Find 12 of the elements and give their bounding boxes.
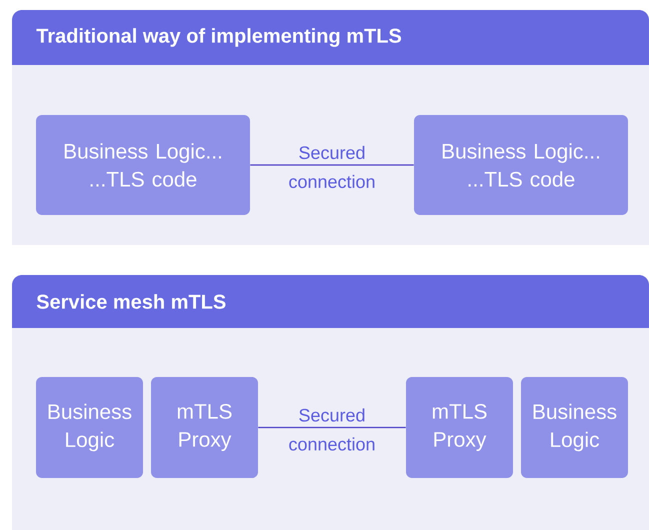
process-box: Business Logic... ...TLS code bbox=[36, 115, 250, 215]
panel-header: Traditional way of implementing mTLS bbox=[12, 10, 649, 65]
process-box: Business Logic bbox=[36, 377, 143, 478]
edge-label: Secured connection bbox=[289, 408, 374, 451]
process-box: Business Logic bbox=[521, 377, 628, 478]
connector-line bbox=[250, 164, 414, 166]
process-box: mTLS Proxy bbox=[151, 377, 258, 478]
connector-line bbox=[258, 426, 406, 428]
panel-header: Service mesh mTLS bbox=[12, 275, 649, 328]
process-box: Business Logic... ...TLS code bbox=[414, 115, 628, 215]
process-box: mTLS Proxy bbox=[406, 377, 513, 478]
edge-label: Secured connection bbox=[289, 146, 374, 188]
